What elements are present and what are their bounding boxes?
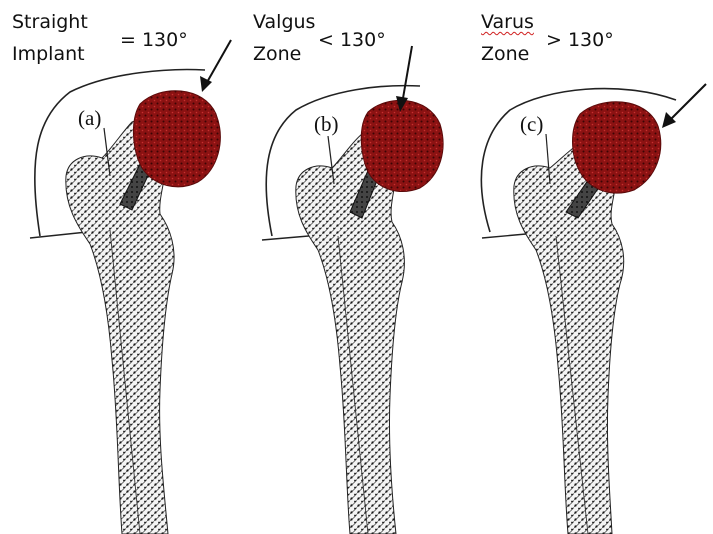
panel-c-drawing — [481, 84, 706, 534]
panel-c-title-line2: Zone — [481, 42, 529, 66]
panel-a-femoral-head — [133, 91, 220, 187]
panel-c-sub-label: (c) — [518, 112, 545, 136]
panel-b-drawing — [262, 46, 443, 534]
panel-c-femoral-head — [573, 102, 661, 193]
panel-c-femur — [514, 139, 624, 534]
panel-c-load-arrow — [668, 84, 706, 122]
panel-a-angle-label: = 130° — [120, 28, 188, 52]
panel-b-title-line2: Zone — [253, 42, 301, 66]
panel-c-angle-label: > 130° — [546, 28, 614, 52]
panel-b-angle-label: < 130° — [318, 28, 386, 52]
panel-b-femur — [296, 132, 405, 534]
panel-b-title-line1: Valgus — [253, 10, 315, 34]
panel-a-load-arrow — [206, 40, 231, 84]
panel-b-load-arrow — [402, 46, 412, 104]
panel-a-sub-label: (a) — [76, 106, 103, 130]
panel-a-drawing — [30, 40, 231, 534]
panel-b-femoral-head — [361, 100, 443, 191]
panel-b-sub-label: (b) — [312, 112, 341, 136]
panel-a-title-line2: Implant — [12, 42, 85, 66]
panel-a-title-line1: Straight — [12, 10, 88, 34]
panel-c-title-line1: Varus — [481, 10, 534, 34]
